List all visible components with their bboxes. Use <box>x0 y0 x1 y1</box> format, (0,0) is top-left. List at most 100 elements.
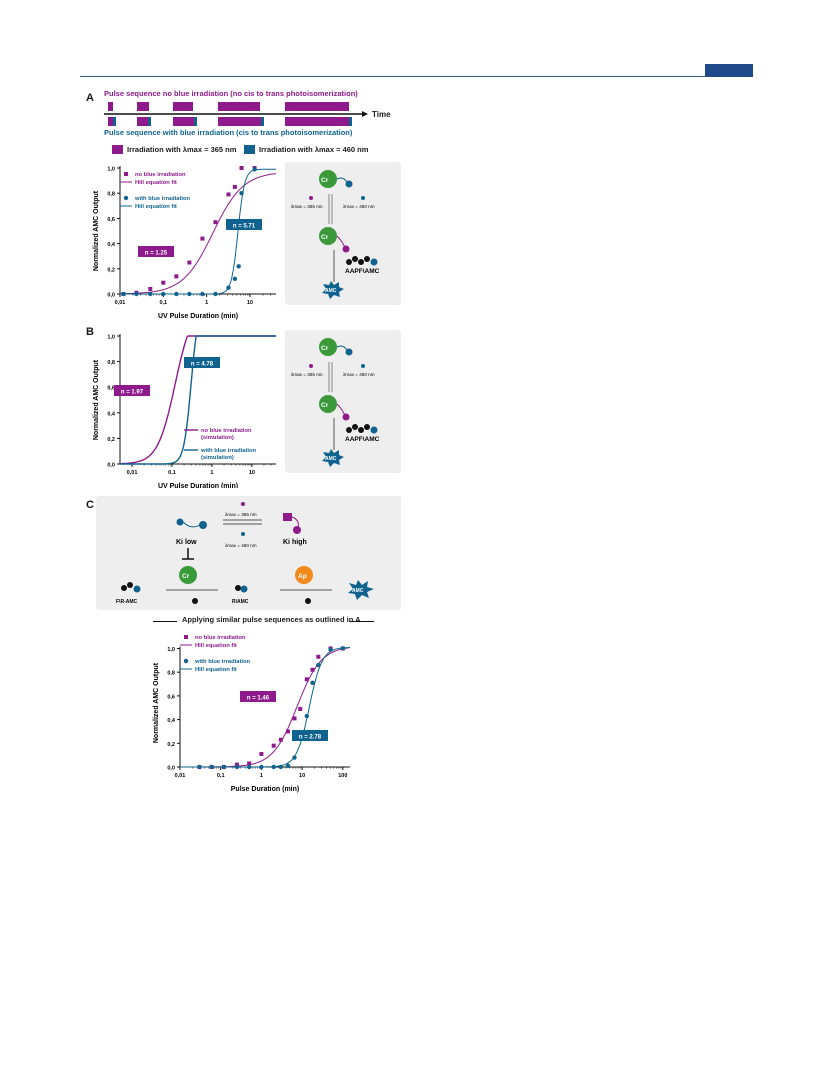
blue-lamp-icon <box>361 364 365 368</box>
scheme-c: Ki low λmax = 365 nm λmax = 460 nm Ki hi… <box>116 502 374 605</box>
peptide-bead-icon <box>364 424 370 430</box>
x-tick-label: 1 <box>205 300 208 306</box>
amc-label: AMC <box>325 288 337 294</box>
seq-top-pulses <box>108 102 349 111</box>
inhibitor-trans-icon <box>176 518 184 526</box>
time-arrow-head <box>362 111 368 117</box>
y-axis-title: Normalized AMC Output <box>153 662 160 743</box>
data-point <box>226 192 231 197</box>
data-point <box>187 260 192 265</box>
y-tick-label: 0,8 <box>167 671 175 677</box>
x-axis-title: UV Pulse Duration (min) <box>158 313 238 320</box>
x-tick-label: 0,01 <box>175 773 186 779</box>
released-r-icon <box>305 598 311 604</box>
legend-marker <box>184 635 188 639</box>
caption-c: Applying similar pulse sequences as outl… <box>182 615 361 624</box>
legend-label: with blue irradiation <box>194 659 251 665</box>
y-tick-label: 0,4 <box>167 718 176 724</box>
blue-lamp-icon <box>361 196 365 200</box>
data-point <box>316 654 321 659</box>
x-tick-label: 100 <box>338 773 347 779</box>
x-tick-label: 0,01 <box>127 470 138 476</box>
blue-ball-icon <box>345 348 353 356</box>
legend-label: Hill equation fit <box>195 667 237 673</box>
legend-label: no blue irradiation <box>201 428 252 434</box>
data-point <box>286 729 291 734</box>
peptide-label: AAPF\AMC <box>345 436 380 443</box>
data-point <box>234 762 239 767</box>
caption-rule-right <box>350 621 374 622</box>
legend-marker <box>123 195 129 201</box>
lam460-label: λmax = 460 nm <box>343 204 375 209</box>
y-tick-label: 0,8 <box>107 360 115 366</box>
data-point <box>232 184 237 189</box>
purple-ball-icon <box>342 245 350 253</box>
data-point <box>161 280 166 285</box>
x-tick-label: 0,01 <box>115 300 126 306</box>
x-tick-label: 10 <box>247 300 253 306</box>
linker-icon <box>336 177 348 183</box>
uv-lamp-icon <box>241 502 245 506</box>
data-point <box>310 667 315 672</box>
inhibitor-cis-icon <box>283 513 292 521</box>
fit-curve <box>120 335 276 465</box>
legend-uv-label: Irradiation with λmax = 365 nm <box>127 145 237 154</box>
x-axis-title: Pulse Duration (min) <box>231 786 299 793</box>
hill-coefficient-box <box>226 219 262 230</box>
ki-low-label: Ki low <box>176 539 197 546</box>
substrate1-label: F\R-AMC <box>116 599 137 605</box>
panel-a-letter: A <box>86 92 94 104</box>
peptide-bead-icon <box>127 582 133 588</box>
uv-lamp-icon <box>309 364 313 368</box>
amc-bead-icon <box>240 585 248 593</box>
linker-icon <box>336 235 346 249</box>
ap-label: Ap <box>298 573 307 580</box>
blue-pulse <box>349 117 352 126</box>
legend-marker <box>124 172 128 176</box>
fit-curve <box>180 647 350 768</box>
x-tick-label: 1 <box>210 470 213 476</box>
amc-burst-icon <box>322 449 344 467</box>
data-point <box>236 264 241 269</box>
header-tab <box>705 64 753 77</box>
scheme-a: Cr λmax = 365 nm λmax = 460 nm Cr AAPF\A… <box>291 170 380 299</box>
cr-enzyme-icon <box>179 566 197 584</box>
y-tick-label: 1,0 <box>167 647 175 653</box>
data-point <box>310 680 315 686</box>
hill-coefficient-box <box>184 357 220 368</box>
header-rule <box>80 76 753 77</box>
caption-rule-left <box>153 621 177 622</box>
legend-blue-swatch <box>244 145 255 154</box>
data-point <box>292 716 297 721</box>
pulse <box>173 102 193 111</box>
legend-blue-label: Irradiation with λmax = 460 nm <box>259 145 369 154</box>
panel-c-letter: C <box>86 499 94 511</box>
pulse <box>137 117 149 126</box>
data-point <box>174 274 179 279</box>
substrate2-label: R\AMC <box>232 599 249 605</box>
y-tick-label: 0,2 <box>167 742 175 748</box>
pulse-sequence-diagram: Pulse sequence no blue irradiation (no c… <box>104 89 368 137</box>
blue-pulse <box>148 117 151 126</box>
y-tick-label: 1,0 <box>107 167 115 173</box>
legend-label: Hill equation fit <box>135 204 177 210</box>
peptide-bead-icon <box>235 585 241 591</box>
hill-coefficient-box <box>240 691 276 702</box>
uv-lamp-icon <box>309 196 313 200</box>
blue-lamp-icon <box>241 532 245 536</box>
legend-marker <box>183 658 189 664</box>
peptide-bead-icon <box>346 427 352 433</box>
peptide-bead-icon <box>352 424 358 430</box>
legend-label: (simulation) <box>201 455 234 461</box>
y-tick-label: 0,6 <box>107 217 115 223</box>
data-point <box>247 761 252 766</box>
x-tick-label: 1 <box>260 773 263 779</box>
cr-enzyme-icon <box>319 395 337 413</box>
scheme-c-panel <box>96 496 401 610</box>
y-tick-label: 0,4 <box>107 242 116 248</box>
y-tick-label: 0,2 <box>107 267 115 273</box>
seq-bottom-pulses <box>108 117 352 126</box>
peptide-bead-icon <box>358 259 364 265</box>
